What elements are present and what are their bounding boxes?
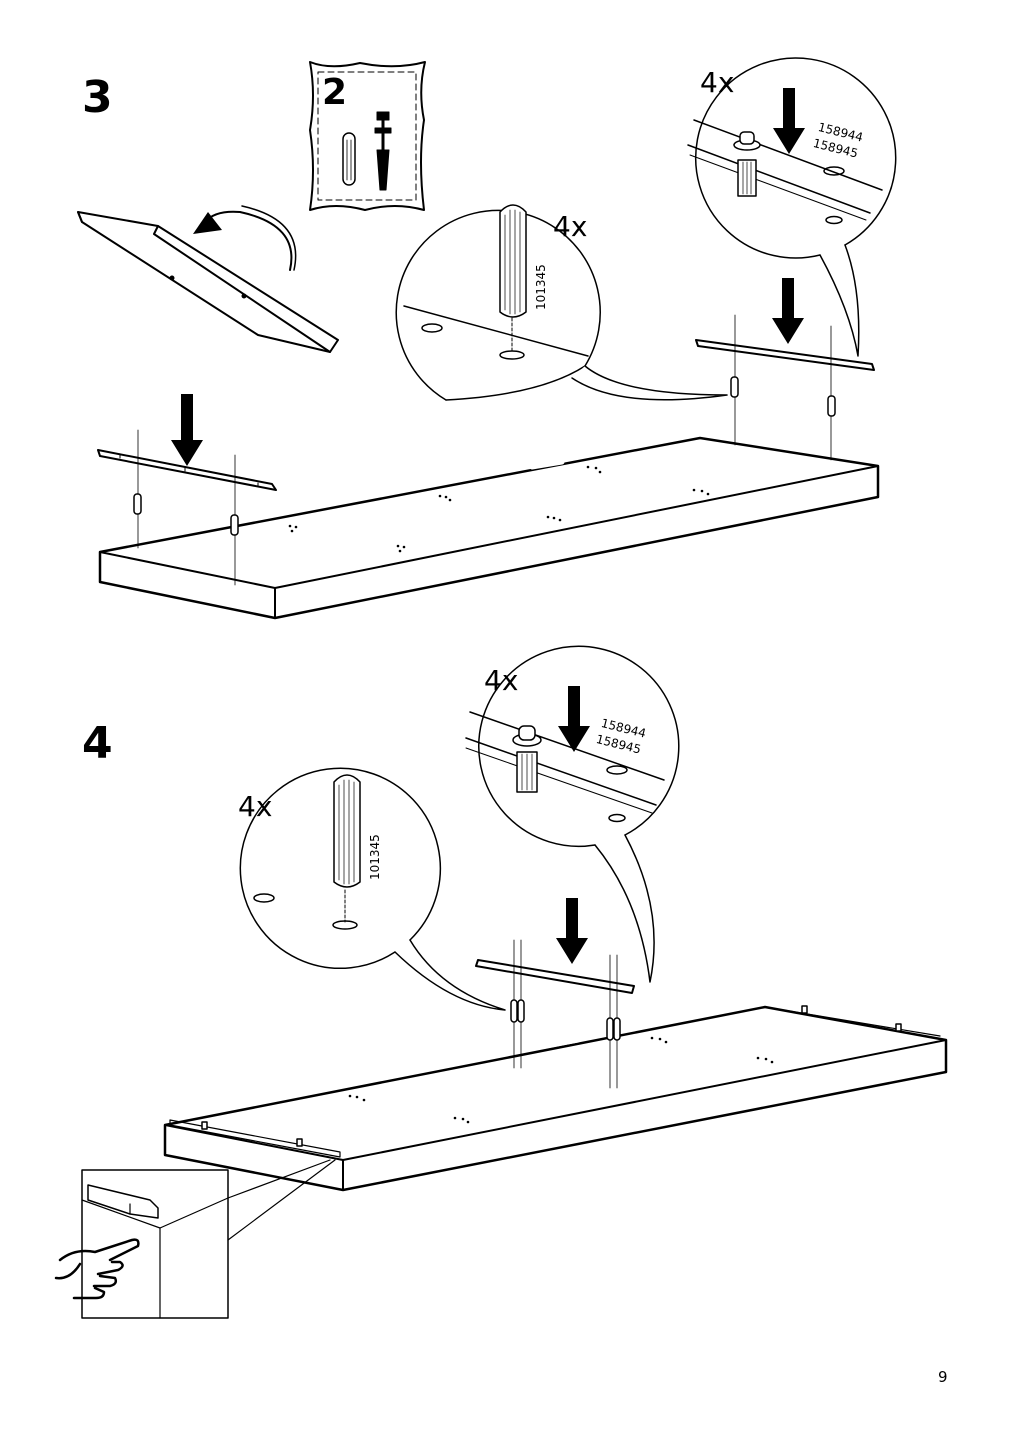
- down-arrow-icon: [558, 686, 590, 752]
- down-arrow-icon: [171, 394, 203, 466]
- down-arrow-icon: [773, 88, 805, 154]
- cam-lock-icon: [512, 725, 542, 793]
- finger-check-icon: [54, 1238, 140, 1300]
- dowel-quantity: 4x: [553, 210, 588, 243]
- callout-cam-detail: [687, 57, 897, 357]
- cam-quantity: 4x: [700, 66, 735, 99]
- callout-cam-detail: [465, 645, 680, 983]
- rail: [475, 939, 635, 1089]
- dowel-part-number: 101345: [368, 834, 382, 880]
- rotate-arrow-icon: [193, 205, 297, 271]
- step-3-drawing: [77, 57, 897, 620]
- step-number-3: 3: [82, 72, 113, 123]
- hardware-bag: [309, 61, 426, 211]
- rail-right: [695, 314, 875, 461]
- edge-detail-inset: [54, 1159, 336, 1319]
- dowel-icon: [499, 204, 527, 318]
- cam-screw-icon: [374, 111, 392, 191]
- step-4-drawing: [54, 645, 948, 1319]
- down-arrow-icon: [772, 278, 804, 344]
- dowel-part-number: 101345: [534, 264, 548, 310]
- page-number: 9: [938, 1368, 948, 1386]
- callout-dowel-detail: [239, 767, 506, 1011]
- dowel-icon: [342, 132, 356, 186]
- dowel-quantity: 4x: [238, 790, 273, 823]
- cam-lock-icon: [733, 131, 761, 197]
- step-number-4: 4: [82, 718, 113, 769]
- rail-left: [97, 429, 277, 586]
- flipping-board: [77, 211, 339, 353]
- dowel-icon: [333, 774, 361, 888]
- panel: [163, 1005, 948, 1192]
- bag-number: 2: [322, 72, 348, 113]
- callout-dowel-detail: [395, 204, 728, 401]
- cam-quantity: 4x: [484, 664, 519, 697]
- down-arrow-icon: [556, 898, 588, 964]
- panel: [98, 436, 880, 620]
